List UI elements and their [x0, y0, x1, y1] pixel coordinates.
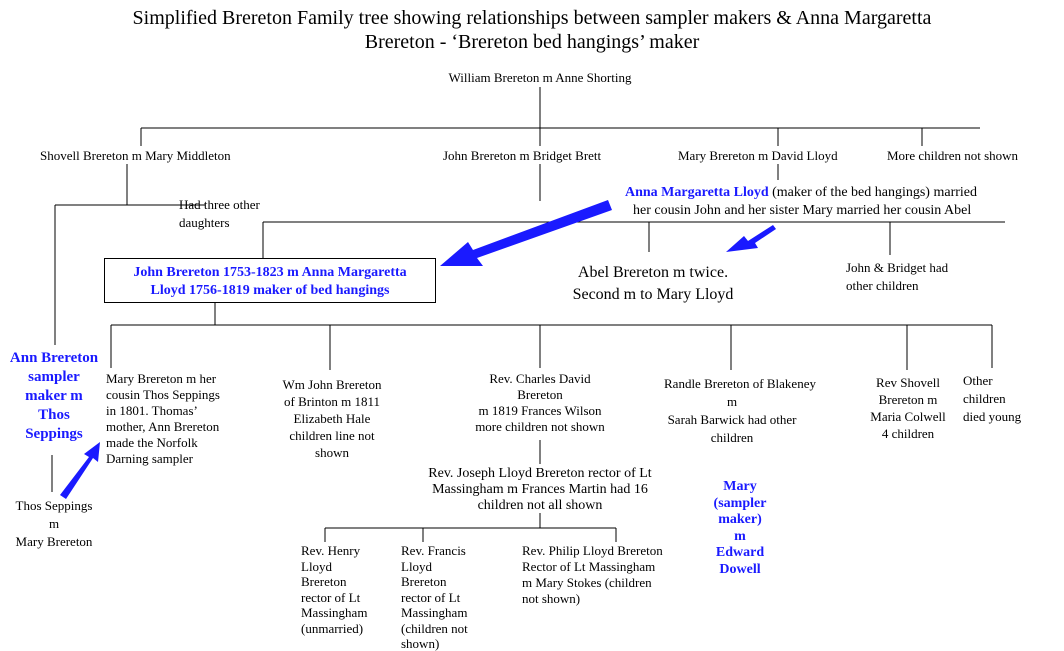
anna-name: Anna Margaretta Lloyd — [625, 185, 769, 200]
title-line-1: Simplified Brereton Family tree showing … — [132, 7, 932, 29]
small-arrow-mary — [60, 442, 100, 499]
big-arrow — [440, 200, 612, 266]
highlight-arrows — [60, 200, 776, 499]
node-mary-david: Mary Brereton m David Lloyd — [678, 148, 838, 163]
node-john-anna-box: John Brereton 1753-1823 m Anna Margarett… — [104, 258, 436, 303]
node-john-bridget: John Brereton m Bridget Brett — [443, 148, 602, 163]
node-root: William Brereton m Anne Shorting — [448, 70, 632, 85]
small-arrow-abel — [726, 225, 776, 252]
node-shovell: Shovell Brereton m Mary Middleton — [40, 148, 231, 163]
node-abel: Abel Brereton m twice.Second m to Mary L… — [572, 264, 734, 303]
node-anna-note: Anna Margaretta Lloyd (maker of the bed … — [625, 185, 977, 218]
title-line-2: Brereton - ‘Brereton bed hangings’ maker — [364, 31, 700, 53]
node-more-children: More children not shown — [887, 148, 1019, 163]
